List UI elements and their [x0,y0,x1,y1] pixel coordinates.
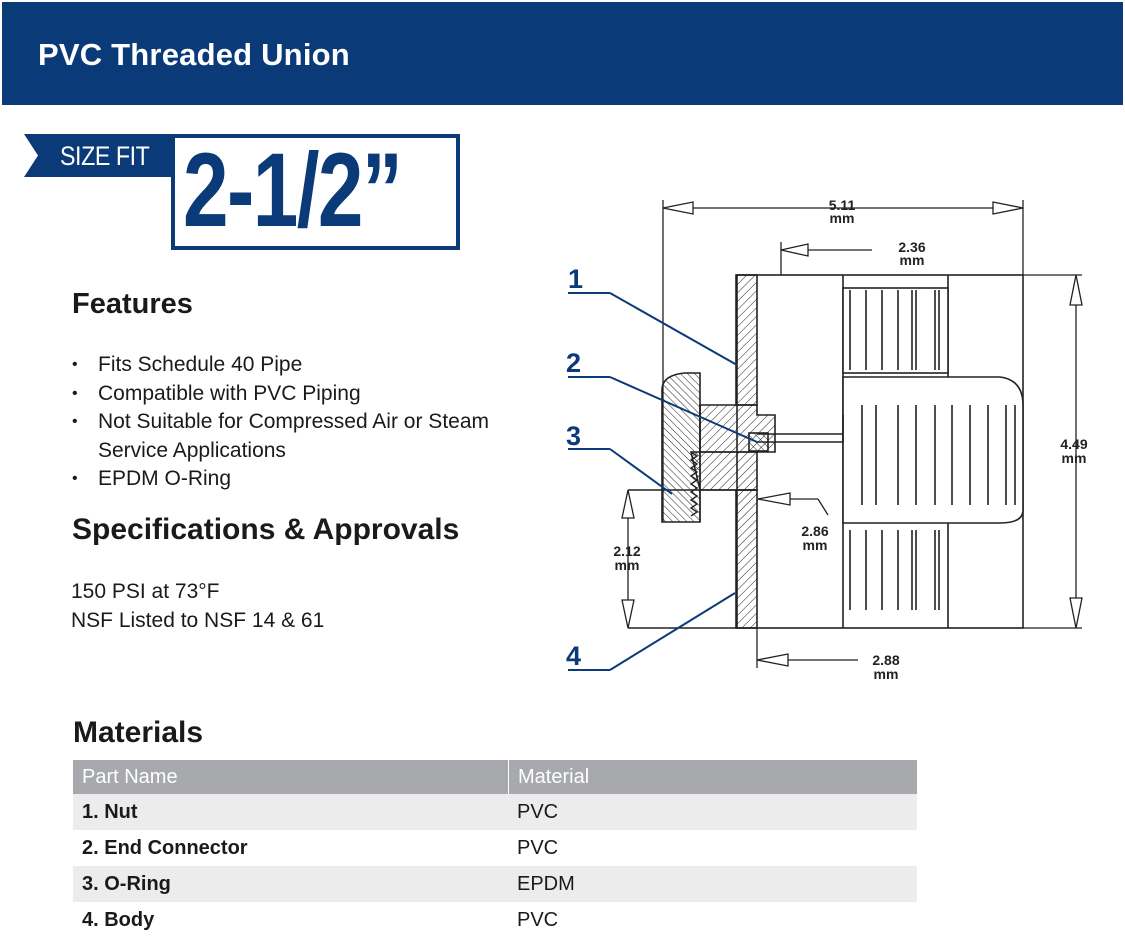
material-cell: PVC [517,837,559,859]
materials-heading: Materials [73,716,204,749]
size-fit-box [171,134,460,250]
table-row: 4. Body PVC [73,902,917,938]
material-cell: PVC [517,801,559,823]
dim-inner-value: 2.86 [801,523,828,539]
features-list: •Fits Schedule 40 Pipe •Compatible with … [72,351,492,494]
spec-line: 150 PSI at 73°F [71,580,220,603]
part-name-cell: 3. O-Ring [82,873,171,895]
callout-4: 4 [566,641,581,671]
callout-2: 2 [566,348,581,378]
table-row: 1. Nut PVC [73,794,917,830]
dim-height-unit: mm [1062,450,1087,466]
dim-inner-unit: mm [803,537,828,553]
dim-overall-length-unit: mm [830,210,855,226]
feature-item: •Fits Schedule 40 Pipe [72,351,492,380]
part-name-cell: 2. End Connector [82,837,248,859]
table-header-row: Part Name Material [73,760,917,794]
spec-line: NSF Listed to NSF 14 & 61 [71,609,325,632]
feature-item: •Not Suitable for Compressed Air or Stea… [72,410,490,462]
dim-overall-length-value: 5.11 [829,197,856,213]
size-fit-ribbon [24,134,184,177]
bullet-icon: • [72,384,78,402]
dim-socket-value: 2.12 [613,543,640,559]
page-title: PVC Threaded Union [38,37,350,72]
bullet-icon: • [72,413,78,430]
callout-1: 1 [568,264,583,294]
column-header-part-name: Part Name [82,766,178,788]
bullet-icon: • [72,356,78,373]
table-row: 2. End Connector PVC [73,830,917,866]
table-row: 3. O-Ring EPDM [73,866,917,902]
dim-body-length-value: 2.88 [872,652,899,668]
part-name-cell: 4. Body [82,909,155,931]
feature-item: •EPDM O-Ring [72,465,492,494]
bullet-icon: • [72,470,78,487]
materials-table: Part Name Material 1. Nut PVC 2. End Con… [73,760,917,938]
features-heading: Features [72,288,193,320]
specifications-heading: Specifications & Approvals [72,513,460,546]
part-name-cell: 1. Nut [82,801,138,823]
size-fit-label: SIZE FIT [60,141,150,171]
column-header-material: Material [508,760,917,794]
callout-3: 3 [566,421,581,451]
material-cell: PVC [517,909,559,931]
union-cross-section-diagram: 5.11 mm 2.36 mm 4.49 mm 2.86 mm 2.12 mm … [560,190,1110,690]
page-header: PVC Threaded Union [2,2,1123,105]
dim-end-connector-unit: mm [900,252,925,268]
size-fit-value: 2-1/2” [183,132,403,249]
dim-end-connector-value: 2.36 [898,239,925,255]
dim-height-value: 4.49 [1060,436,1087,452]
dim-socket-unit: mm [615,557,640,573]
material-cell: EPDM [517,873,575,895]
dim-body-length-unit: mm [874,666,899,682]
specifications-text: 150 PSI at 73°F NSF Listed to NSF 14 & 6… [71,577,324,635]
feature-item: •Compatible with PVC Piping [72,380,492,409]
